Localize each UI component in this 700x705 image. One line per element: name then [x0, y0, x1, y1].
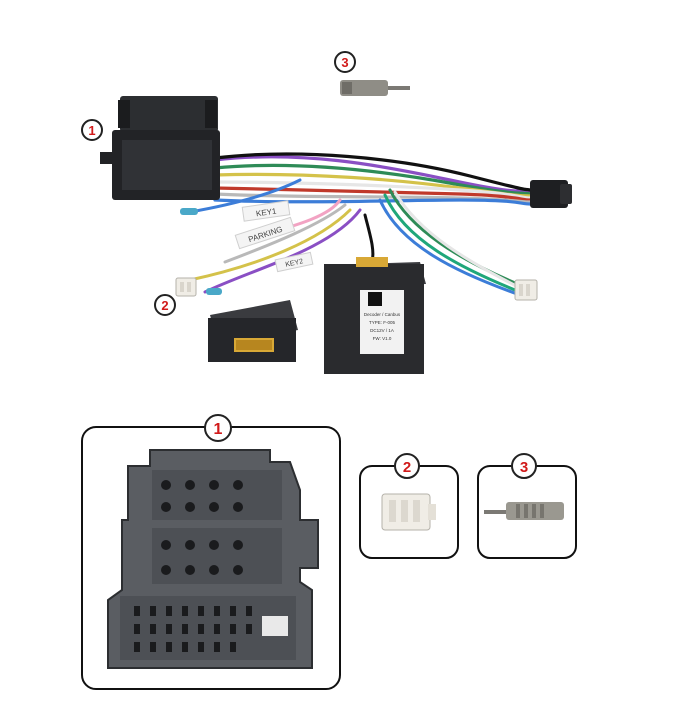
white-plug-right: [514, 279, 538, 301]
detail-panel-antenna: 3: [477, 453, 577, 559]
antenna-adapter-detail: [484, 502, 564, 520]
svg-text:3: 3: [341, 55, 348, 70]
callout-1-top: 1: [81, 119, 103, 141]
terminal-blue-2: [206, 288, 222, 295]
wire-tag-parking: PARKING: [234, 216, 296, 250]
svg-text:1: 1: [88, 123, 95, 138]
qr-code: [368, 292, 382, 306]
svg-text:DC12V / 1A: DC12V / 1A: [370, 328, 394, 333]
pin-grid-upper: [161, 480, 243, 512]
detail-panel-connector: 1: [81, 414, 341, 690]
svg-text:Decoder / Canbus: Decoder / Canbus: [364, 312, 401, 317]
white-plug-detail: [381, 493, 436, 531]
terminal-blue-1: [180, 208, 198, 215]
detail-panel-plug: 2: [359, 453, 459, 559]
quadlock-plug-small: [530, 180, 572, 208]
wire-tag-key1: KEY1: [241, 200, 291, 222]
iso-harness-block: [100, 96, 220, 200]
decoder-box-large: Decoder / Canbus TYPE: F-005 DC12V / 1A …: [324, 257, 426, 374]
svg-text:FW: V1.0: FW: V1.0: [373, 336, 392, 341]
svg-text:2: 2: [161, 298, 168, 313]
callout-3-detail: 3: [511, 453, 537, 479]
svg-text:TYPE: F-005: TYPE: F-005: [369, 320, 396, 325]
pin-grid-middle: [161, 540, 243, 575]
svg-text:KEY2: KEY2: [285, 258, 304, 269]
white-plug-2: [175, 277, 197, 297]
callout-3-top: 3: [334, 51, 356, 73]
wire-tag-key2: KEY2: [274, 251, 314, 273]
iso-connector-detail: [107, 449, 319, 669]
callout-2-top: 2: [154, 294, 176, 316]
callout-1-detail: 1: [204, 414, 232, 442]
svg-text:3: 3: [520, 459, 528, 476]
svg-text:KEY1: KEY1: [255, 207, 277, 219]
pin-grid-lower: [134, 606, 252, 652]
callout-2-detail: 2: [394, 453, 420, 479]
decoder-box-small: [208, 300, 298, 362]
antenna-adapter-top: [340, 80, 410, 96]
svg-text:1: 1: [214, 421, 223, 438]
svg-text:2: 2: [403, 459, 411, 476]
